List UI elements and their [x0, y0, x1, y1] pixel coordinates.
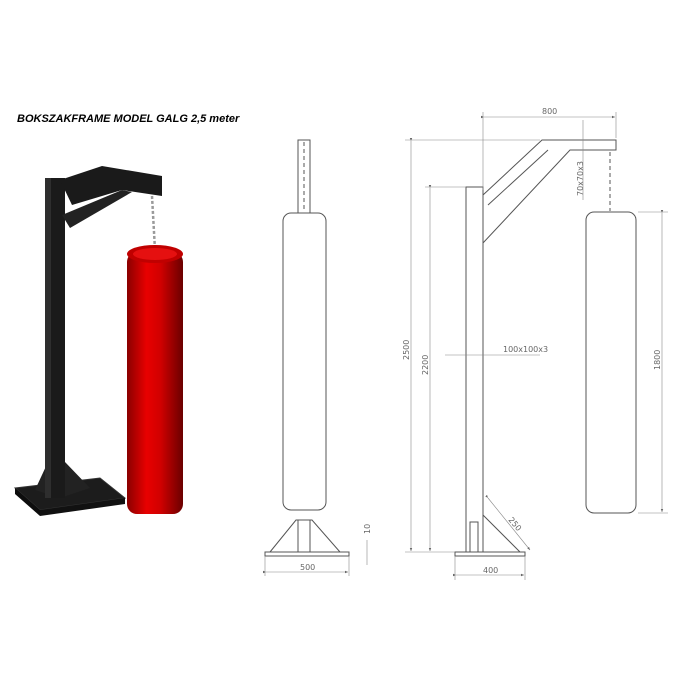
dim-plate: 10 — [363, 524, 372, 534]
dim-post-height: 2200 — [421, 355, 430, 375]
base-plate — [454, 551, 526, 557]
chain — [150, 195, 157, 251]
base-plate — [264, 551, 350, 557]
dim-total-height: 2500 — [402, 340, 411, 360]
render-3d — [13, 166, 183, 516]
arm — [482, 139, 617, 245]
dim-post-profile: 100x100x3 — [503, 345, 548, 354]
side-view: 800 70x70x3 2500 2200 100x100x3 1800 250… — [402, 107, 668, 580]
dim-arm-profile: 70x70x3 — [576, 161, 585, 196]
bag-outline — [585, 211, 637, 514]
bag-outline — [282, 212, 327, 511]
dim-arm-length: 800 — [542, 107, 557, 116]
front-view: 500 10 — [263, 139, 372, 576]
punching-bag — [127, 245, 183, 514]
dim-base-side: 400 — [483, 566, 498, 575]
dim-bag-length: 1800 — [653, 350, 662, 370]
arm — [60, 166, 162, 205]
post — [465, 186, 484, 553]
dim-base-front: 500 — [300, 563, 315, 572]
drawing-title: BOKSZAKFRAME MODEL GALG 2,5 meter — [17, 113, 240, 125]
dim-brace: 250 — [506, 516, 523, 533]
